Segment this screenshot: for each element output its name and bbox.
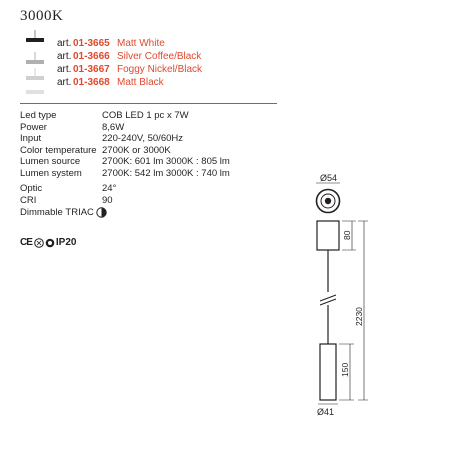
spec-label: CRI <box>20 194 37 206</box>
spec-label: Color temperature <box>20 144 97 156</box>
page-title: 3000K <box>20 8 64 24</box>
spec-value: 2700K: 542 lm 3000K : 740 lm <box>102 167 230 179</box>
certifications: CE IP20 <box>20 237 77 248</box>
spec-row: Lumen system 2700K: 542 lm 3000K : 740 l… <box>20 168 230 180</box>
total-height-label: 2230 <box>354 307 364 326</box>
spec-row: CRI 90 <box>20 195 230 207</box>
dimmer-icon <box>96 206 107 218</box>
article-list: art. 01-3665 Matt White art. 01-3666 Sil… <box>57 38 202 90</box>
article-row: art. 01-3668 Matt Black <box>57 77 202 90</box>
spec-label: Power <box>20 121 47 133</box>
article-code: 01-3665 <box>73 38 110 49</box>
spec-label: Lumen system <box>20 167 82 179</box>
dimmable-row: Dimmable TRIAC <box>20 206 230 218</box>
spec-value: 24° <box>102 183 117 194</box>
spec-value: COB LED 1 pc x 7W <box>102 110 189 121</box>
spec-row: Lumen source 2700K: 601 lm 3000K : 805 l… <box>20 156 230 168</box>
spec-table: Led type COB LED 1 pc x 7W Power 8,6W In… <box>20 110 230 218</box>
spec-value: 2700K or 3000K <box>102 144 171 156</box>
spec-row: Input 220-240V, 50/60Hz <box>20 133 230 145</box>
spec-label: Optic <box>20 183 43 194</box>
article-prefix: art. <box>57 64 72 75</box>
ce-mark-icon: CE <box>20 237 33 248</box>
diameter-top-label: Ø54 <box>320 173 337 183</box>
article-row: art. 01-3667 Foggy Nickel/Black <box>57 64 202 77</box>
article-prefix: art. <box>57 51 72 62</box>
article-code: 01-3666 <box>73 51 110 62</box>
article-finish: Foggy Nickel/Black <box>117 64 203 75</box>
article-finish: Matt White <box>117 38 165 49</box>
ip-rating: IP20 <box>55 237 77 248</box>
spec-label: Input <box>20 133 42 144</box>
article-code: 01-3667 <box>73 64 110 75</box>
spec-value: 220-240V, 50/60Hz <box>102 133 183 144</box>
spec-label: Led type <box>20 110 57 121</box>
height-top-body-label: 80 <box>342 230 352 240</box>
dimmable-value: TRIAC <box>65 206 94 218</box>
spec-row: Power 8,6W <box>20 122 230 134</box>
spec-value: 8,6W <box>102 121 125 133</box>
article-prefix: art. <box>57 38 72 49</box>
article-row: art. 01-3666 Silver Coffee/Black <box>57 51 202 64</box>
driver-symbol-icon <box>45 238 55 247</box>
article-code: 01-3668 <box>73 77 110 88</box>
product-thumbnail-icon <box>26 30 44 94</box>
spec-row: Optic 24° <box>20 183 230 195</box>
height-bottom-body-label: 150 <box>340 363 350 377</box>
article-finish: Matt Black <box>117 77 164 88</box>
diameter-bottom-label: Ø41 <box>317 407 334 417</box>
spec-row: Led type COB LED 1 pc x 7W <box>20 110 230 122</box>
spec-value: 2700K: 601 lm 3000K : 805 lm <box>102 156 230 167</box>
article-row: art. 01-3665 Matt White <box>57 38 202 51</box>
dimmable-label: Dimmable <box>20 206 63 218</box>
spec-row: Color temperature 2700K or 3000K <box>20 145 230 157</box>
article-prefix: art. <box>57 77 72 88</box>
spec-value: 90 <box>102 194 113 206</box>
spec-label: Lumen source <box>20 156 81 167</box>
technical-drawing: Ø54 80 150 Ø41 2230 <box>315 173 368 417</box>
class-symbol-icon <box>34 237 44 248</box>
divider <box>20 103 277 104</box>
article-finish: Silver Coffee/Black <box>117 51 202 62</box>
